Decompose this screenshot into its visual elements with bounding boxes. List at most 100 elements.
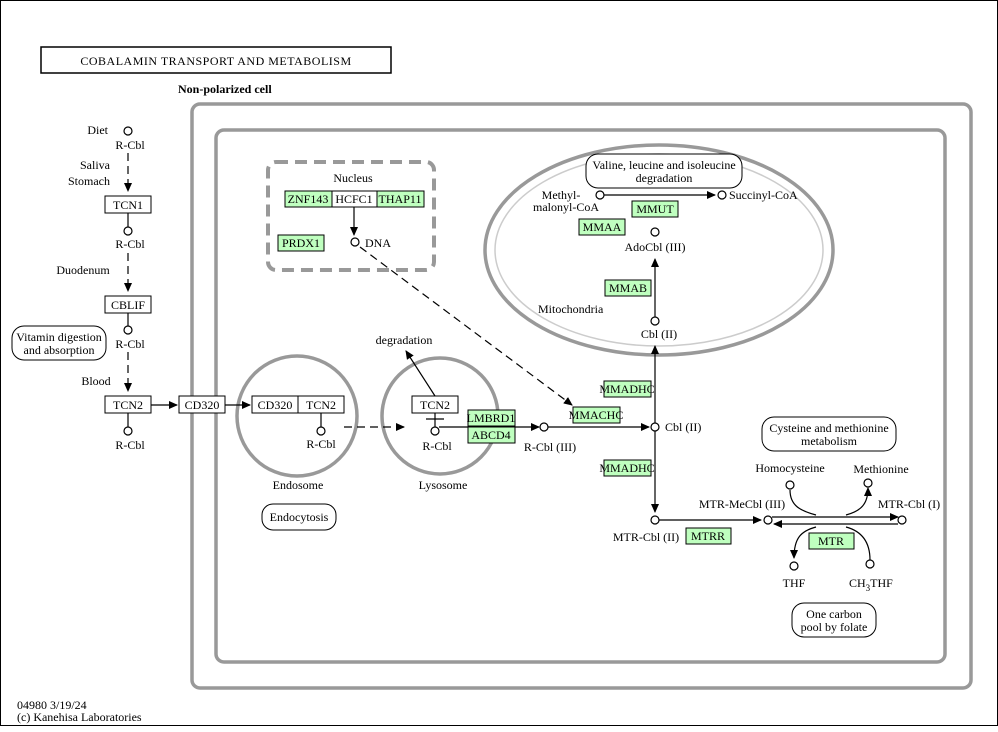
svg-text:and absorption: and absorption — [24, 343, 95, 357]
cbl-ii-cytosol-node[interactable] — [650, 422, 660, 432]
blood-label: Blood — [81, 374, 110, 388]
dna-node[interactable] — [350, 237, 360, 247]
methionine-label: Methionine — [853, 462, 908, 476]
map-vitamin-digestion[interactable]: Vitamin digestion and absorption — [11, 325, 107, 361]
rcbl-diet-node[interactable] — [123, 126, 133, 136]
svg-text:MMACHC: MMACHC — [569, 408, 624, 422]
svg-text:MMUT: MMUT — [636, 202, 674, 216]
svg-text:THAP11: THAP11 — [379, 192, 422, 206]
succinyl-coa-label: Succinyl-CoA — [729, 188, 798, 202]
svg-text:MTRR: MTRR — [691, 529, 725, 543]
svg-text:TCN1: TCN1 — [113, 198, 143, 212]
rcbl-cblif-node[interactable] — [123, 325, 133, 335]
gene-tcn1[interactable]: TCN1 — [104, 195, 152, 214]
svg-text:PRDX1: PRDX1 — [282, 236, 320, 250]
endosome-compartment — [235, 354, 359, 478]
gene-mmut[interactable]: MMUT — [631, 200, 679, 218]
svg-text:ZNF143: ZNF143 — [288, 192, 329, 206]
homocysteine-node[interactable] — [785, 480, 795, 490]
gene-cd320-membrane[interactable]: CD320 — [178, 395, 226, 414]
svg-text:Endocytosis: Endocytosis — [270, 510, 329, 524]
rcbl-iii-node[interactable] — [539, 422, 549, 432]
lysosome-label: Lysosome — [419, 478, 468, 492]
svg-text:MMADHC: MMADHC — [599, 382, 654, 396]
methionine-node[interactable] — [863, 478, 873, 488]
rcbl-endosome-node[interactable] — [316, 426, 326, 436]
cell-label: Non-polarized cell — [178, 82, 272, 96]
rcbl-duodenum-label: R-Cbl — [115, 337, 145, 351]
map-title-text: COBALAMIN TRANSPORT AND METABOLISM — [80, 54, 351, 68]
ch3thf-node[interactable] — [865, 559, 875, 569]
rcbl-tcn1-node[interactable] — [123, 226, 133, 236]
thf-node[interactable] — [789, 561, 799, 571]
map-cysteine-methionine[interactable]: Cysteine and methionine metabolism — [761, 416, 897, 452]
rcbl-blood-node[interactable] — [123, 426, 133, 436]
mtr-cbl-ii-node[interactable] — [650, 515, 660, 525]
map-title: COBALAMIN TRANSPORT AND METABOLISM — [40, 46, 392, 74]
nucleus-label: Nucleus — [333, 171, 373, 185]
gene-tcn2-lysosome[interactable]: TCN2 — [411, 395, 459, 414]
diet-label: Diet — [87, 123, 108, 137]
gene-cblif[interactable]: CBLIF — [104, 295, 152, 314]
endosome-label: Endosome — [273, 478, 324, 492]
gene-znf143[interactable]: ZNF143 — [284, 190, 333, 208]
stomach-label: Stomach — [68, 174, 110, 188]
svg-text:pool by folate: pool by folate — [801, 620, 868, 634]
svg-text:metabolism: metabolism — [801, 434, 858, 448]
gene-mmadhc-bottom[interactable]: MMADHC — [599, 459, 655, 477]
svg-text:degradation: degradation — [636, 171, 693, 185]
gene-mtrr[interactable]: MTRR — [685, 527, 732, 545]
svg-text:One carbon: One carbon — [806, 607, 862, 621]
degradation-label: degradation — [376, 333, 433, 347]
svg-text:MMAB: MMAB — [609, 281, 647, 295]
rcbl-stomach-label: R-Cbl — [115, 237, 145, 251]
cbl-ii-mito-node[interactable] — [650, 316, 660, 326]
adocbl-node[interactable] — [650, 227, 660, 237]
gene-mmachc[interactable]: MMACHC — [569, 406, 624, 424]
gene-mtr[interactable]: MTR — [808, 532, 855, 550]
gene-prdx1[interactable]: PRDX1 — [277, 234, 325, 252]
degradation-arrow — [405, 350, 436, 397]
mtr-mecbl-label: MTR-MeCbl (III) — [699, 497, 785, 511]
gene-mmadhc-top[interactable]: MMADHC — [599, 380, 655, 398]
gene-abcd4[interactable]: ABCD4 — [467, 426, 516, 444]
homocysteine-link — [789, 489, 817, 516]
duodenum-label: Duodenum — [56, 263, 110, 277]
thf-arrow — [790, 526, 817, 559]
cbl-ii-mito-label: Cbl (II) — [641, 327, 677, 341]
gene-tcn2-endosome[interactable]: TCN2 — [297, 395, 345, 414]
rcbl-lysosome-node[interactable] — [430, 426, 440, 436]
gene-tcn2-blood[interactable]: TCN2 — [104, 395, 152, 414]
svg-text:Valine, leucine and isoleucine: Valine, leucine and isoleucine — [592, 158, 735, 172]
rcbl-blood-label: R-Cbl — [115, 438, 145, 452]
methylmalonyl-coa-node[interactable] — [595, 190, 605, 200]
gene-thap11[interactable]: THAP11 — [376, 190, 425, 208]
methylmalonyl-label-1: Methyl- — [542, 188, 581, 202]
mtr-mecbl-node[interactable] — [763, 515, 773, 525]
dna-label: DNA — [365, 236, 391, 250]
svg-text:TCN2: TCN2 — [306, 398, 336, 412]
svg-text:MMADHC: MMADHC — [599, 461, 654, 475]
mitochondria-compartment — [483, 143, 835, 357]
svg-text:Cysteine and methionine: Cysteine and methionine — [769, 421, 888, 435]
succinyl-coa-node[interactable] — [717, 190, 727, 200]
map-one-carbon-pool[interactable]: One carbon pool by folate — [791, 602, 877, 638]
nucleus-compartment — [266, 160, 436, 272]
gene-cd320-endosome[interactable]: CD320 — [251, 395, 299, 414]
gene-mmaa[interactable]: MMAA — [578, 218, 626, 236]
gene-lmbrd1[interactable]: LMBRD1 — [467, 409, 516, 427]
mtr-cbl-i-label: MTR-Cbl (I) — [878, 497, 940, 511]
svg-text:CBLIF: CBLIF — [111, 298, 145, 312]
map-endocytosis[interactable]: Endocytosis — [261, 503, 337, 531]
cbl-ii-cytosol-label: Cbl (II) — [665, 420, 701, 434]
mitochondria-label: Mitochondria — [538, 302, 604, 316]
svg-text:TCN2: TCN2 — [113, 398, 143, 412]
homocysteine-label: Homocysteine — [755, 461, 824, 475]
methionine-arrow — [845, 487, 872, 516]
gene-hcfc1[interactable]: HCFC1 — [331, 190, 378, 208]
map-valine-degradation[interactable]: Valine, leucine and isoleucine degradati… — [585, 153, 743, 189]
svg-text:MTR: MTR — [818, 534, 844, 548]
mtr-cbl-i-node[interactable] — [897, 515, 907, 525]
gene-mmab[interactable]: MMAB — [604, 279, 652, 297]
rcbl-diet-label: R-Cbl — [115, 138, 145, 152]
